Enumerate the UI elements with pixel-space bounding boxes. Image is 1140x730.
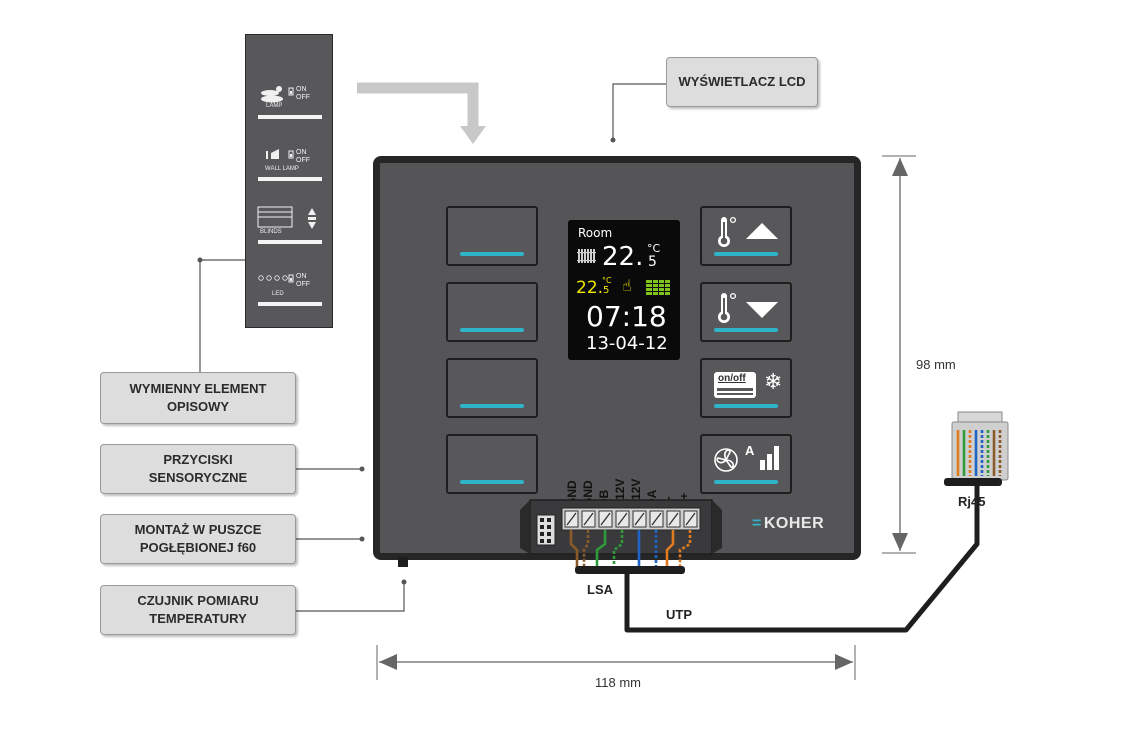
thermometer-down-icon xyxy=(718,292,778,323)
callout-lcd-text: WYŚWIETLACZ LCD xyxy=(678,74,806,89)
onoff-label: on/off xyxy=(718,373,746,384)
lcd-room-temp: 22. xyxy=(602,242,644,272)
callout-buttons-text: PRZYCISKI SENSORYCZNE xyxy=(148,452,248,485)
button-indicator xyxy=(714,328,778,332)
snowflake-icon: ❄ xyxy=(764,370,783,395)
button-indicator xyxy=(714,480,778,484)
radiator-icon xyxy=(577,249,596,263)
screw-terminals xyxy=(561,507,701,531)
device-panel: on/off ❄ A Room xyxy=(373,156,861,560)
thermometer-up-icon xyxy=(718,216,778,247)
sensor-button-left-3[interactable] xyxy=(446,358,538,418)
button-indicator xyxy=(460,480,524,484)
blinds-arrows-icon xyxy=(308,208,316,229)
rj45-label: Rj45 xyxy=(958,494,986,509)
strip-led-caption: LED xyxy=(272,291,284,297)
lcd-set-temp-decimal: 5 xyxy=(603,285,610,296)
callout-lcd: WYŚWIETLACZ LCD xyxy=(666,57,818,107)
rj45-plug xyxy=(944,411,1009,486)
sensor-button-left-2[interactable] xyxy=(446,282,538,342)
button-indicator xyxy=(460,328,524,332)
onoff-icon xyxy=(714,372,756,398)
lcd-time: 07:18 xyxy=(586,300,667,333)
strip-wall-lamp-caption: WALL LAMP xyxy=(265,166,299,172)
sensor-button-left-4[interactable] xyxy=(446,434,538,494)
callout-mounting: MONTAŻ W PUSZCE POGŁĘBIONEJ f60 xyxy=(100,514,296,564)
lcd-set-temp-unit: °C xyxy=(602,276,612,285)
temp-down-button[interactable] xyxy=(700,282,792,342)
temperature-sensor xyxy=(398,557,408,567)
lcd-room-temp-decimal: 5 xyxy=(648,254,657,270)
lcd-set-temp: 22. xyxy=(576,278,604,298)
lcd-leader xyxy=(612,83,666,140)
sensor-leader xyxy=(296,582,405,612)
button-indicator xyxy=(460,252,524,256)
lcd-display: Room 22. °C 5 22. °C xyxy=(568,220,680,360)
lsa-connector xyxy=(575,566,685,574)
lsa-label: LSA xyxy=(587,582,613,597)
width-label: 118 mm xyxy=(595,675,641,690)
utp-label: UTP xyxy=(666,607,692,622)
hand-icon: ☝ xyxy=(622,276,632,295)
strip-divider xyxy=(258,302,322,306)
strip-blinds-caption: BLINDS xyxy=(260,229,282,235)
strip-lamp-caption: LAMP xyxy=(266,103,283,109)
strip-divider xyxy=(258,240,322,244)
fan-icon xyxy=(714,446,779,472)
strip-divider xyxy=(258,177,322,181)
lcd-title: Room xyxy=(578,226,613,240)
level-bars-icon xyxy=(646,278,670,297)
blinds-icon xyxy=(257,206,293,228)
strip-divider xyxy=(258,115,322,119)
lcd-graphics xyxy=(577,249,670,297)
temp-up-button[interactable] xyxy=(700,206,792,266)
ceiling-lamp-icon xyxy=(261,86,283,103)
lcd-room-temp-unit: °C xyxy=(647,242,661,255)
lcd-date: 13-04-12 xyxy=(586,333,668,354)
callout-sensor-text: CZUJNIK POMIARU TEMPERATURY xyxy=(137,593,259,626)
height-label: 98 mm xyxy=(916,357,956,372)
callout-descriptive: WYMIENNY ELEMENT OPISOWY xyxy=(100,372,296,424)
sensor-button-left-1[interactable] xyxy=(446,206,538,266)
callout-mounting-text: MONTAŻ W PUSZCE POGŁĘBIONEJ f60 xyxy=(134,522,262,555)
brand-logo: =KOHER xyxy=(752,515,825,532)
fan-speed-button[interactable]: A xyxy=(700,434,792,494)
button-indicator xyxy=(714,252,778,256)
fan-auto-label: A xyxy=(745,443,755,458)
onoff-cooling-button[interactable]: on/off ❄ xyxy=(700,358,792,418)
utp-cable xyxy=(624,486,980,633)
callout-buttons: PRZYCISKI SENSORYCZNE xyxy=(100,444,296,494)
callout-sensor: CZUJNIK POMIARU TEMPERATURY xyxy=(100,585,296,635)
wall-lamp-icon xyxy=(266,149,279,159)
callout-descriptive-text: WYMIENNY ELEMENT OPISOWY xyxy=(129,381,267,414)
insert-arrow-shaft xyxy=(357,82,479,128)
button-indicator xyxy=(714,404,778,408)
insert-arrow-head xyxy=(460,126,486,144)
wires xyxy=(569,530,692,568)
led-icon xyxy=(258,275,288,281)
strip-graphics xyxy=(257,86,316,283)
button-indicator xyxy=(460,404,524,408)
